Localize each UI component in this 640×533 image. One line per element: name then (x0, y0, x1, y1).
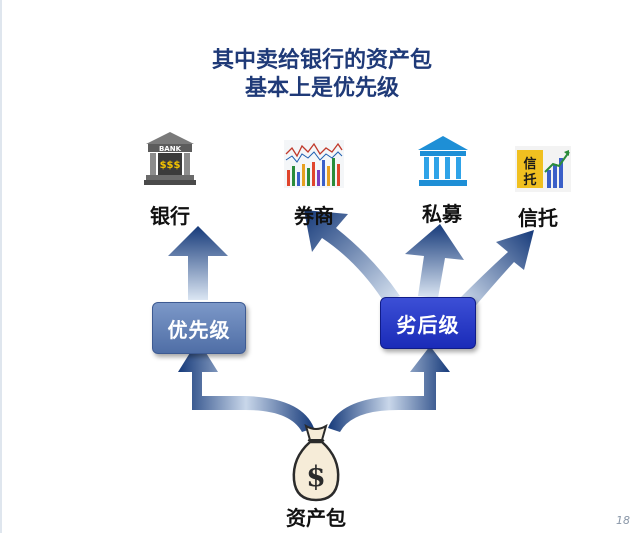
label-securities: 券商 (294, 204, 334, 228)
svg-text:$: $ (306, 460, 325, 493)
money-bag-icon: $ (292, 423, 340, 502)
bank-icon: BANK $$$ (144, 132, 196, 185)
label-bank: 银行 (150, 204, 190, 228)
svg-text:$$$: $$$ (160, 160, 181, 171)
arrow-junior-to-securities (304, 210, 400, 302)
senior-tier-box: 优先级 (152, 302, 246, 354)
arrow-junior-to-private (405, 224, 464, 298)
title-line-1: 其中卖给银行的资产包 (211, 48, 432, 73)
stock-chart-icon (284, 140, 344, 188)
label-private-equity: 私募 (422, 202, 462, 226)
building-columns-icon (418, 136, 468, 186)
page-number: 18 (616, 514, 630, 527)
junior-tier-box: 劣后级 (380, 297, 476, 349)
svg-text:BANK: BANK (159, 145, 182, 153)
title-line-2: 基本上是优先级 (244, 76, 399, 101)
trust-icon: 信 托 (515, 146, 571, 192)
svg-text:信: 信 (523, 156, 536, 172)
label-asset-package: 资产包 (286, 506, 346, 530)
arrow-senior-to-bank (168, 226, 228, 300)
arrow-junior-to-trust (458, 230, 534, 310)
label-trust: 信托 (518, 206, 558, 230)
arrow-package-to-senior (178, 340, 314, 432)
arrow-package-to-junior (328, 346, 450, 432)
svg-text:托: 托 (523, 172, 536, 188)
